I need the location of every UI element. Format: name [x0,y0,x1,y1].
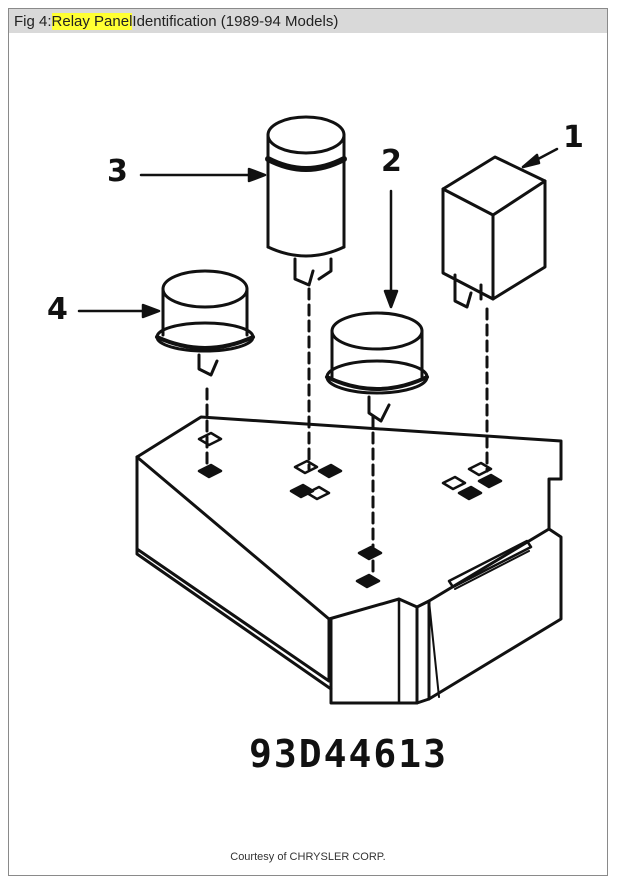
panel-terminal-sockets [197,431,503,589]
callout-3: 3 [107,154,128,189]
callout-1: 1 [563,120,584,155]
figure-caption: Fig 4: Relay Panel Identification (1989-… [9,9,607,33]
relay-panel-diagram: 1 2 3 4 93D44613 [47,115,584,776]
relay-4 [155,269,255,377]
alignment-lines [205,287,489,579]
callout-numbers: 1 2 3 4 [47,120,584,327]
figure-frame: Fig 4: Relay Panel Identification (1989-… [8,8,608,876]
caption-prefix: Fig 4: [14,12,52,30]
diagram-code: 93D44613 [249,732,448,776]
callout-arrows [77,147,559,319]
relay-3 [265,115,347,287]
callout-2: 2 [381,144,402,179]
callout-4: 4 [47,292,68,327]
image-credit: Courtesy of CHRYSLER CORP. [230,851,386,863]
relay-1 [441,155,547,309]
relay-panel-housing [135,415,563,705]
caption-highlight: Relay Panel [51,12,133,30]
caption-suffix: Identification (1989-94 Models) [132,12,339,30]
relay-2 [325,311,429,423]
